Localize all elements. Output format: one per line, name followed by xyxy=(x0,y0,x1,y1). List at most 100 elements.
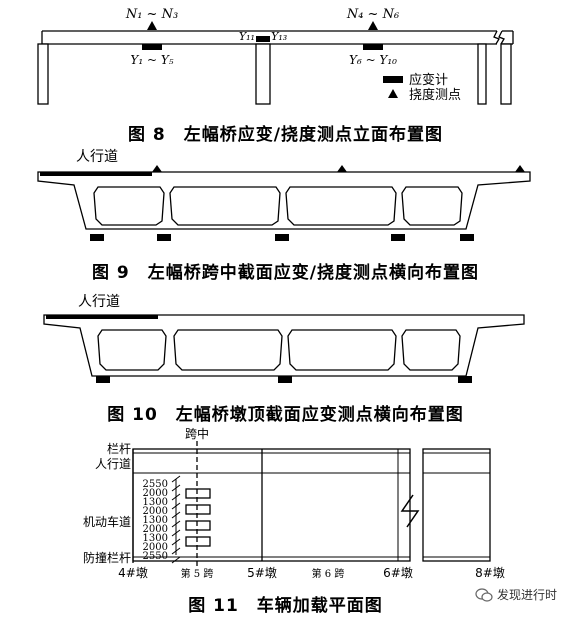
pier xyxy=(477,43,487,105)
fig9-sidewalk-label: 人行道 xyxy=(76,149,118,165)
pier-8-label: 8#墩 xyxy=(475,566,505,580)
wechat-icon xyxy=(475,587,493,602)
fig9-sidewalk-bar xyxy=(40,172,152,176)
pier-6-label: 6#墩 xyxy=(383,566,413,580)
strain-gauge xyxy=(278,376,292,383)
fig8-piers xyxy=(37,43,512,105)
fig8-legend: 应变计 挠度测点 xyxy=(383,72,461,103)
pier xyxy=(255,43,271,105)
fig9-caption: 图 9 左幅桥跨中截面应变/挠度测点横向布置图 xyxy=(92,263,479,283)
fig9-cross-section: 人行道 xyxy=(37,149,531,241)
label-n1-n3: N₁ ~ N₃ xyxy=(125,7,178,22)
watermark: 发现进行时 xyxy=(475,586,557,603)
deflection-point xyxy=(337,165,347,172)
fig10-sidewalk-label: 人行道 xyxy=(78,294,120,310)
box-cell xyxy=(93,186,165,226)
sidewalk-label: 人行道 xyxy=(95,457,131,471)
pier xyxy=(500,43,512,105)
vehicles xyxy=(185,488,211,547)
dim-label: 2000 xyxy=(143,542,168,553)
vehicle xyxy=(185,488,211,499)
strain-gauge xyxy=(458,376,472,383)
fig11-caption: 图 11 车辆加载平面图 xyxy=(188,596,383,616)
fig9-deflection-points xyxy=(152,165,525,172)
label-y11-y13: Y₁₁ ~ Y₁₃ xyxy=(239,30,287,43)
pier-4-label: 4#墩 xyxy=(118,566,148,580)
dimension-tick xyxy=(171,502,181,510)
pier xyxy=(37,43,49,105)
span-5-label: 第 5 跨 xyxy=(181,567,214,580)
strain-gauge xyxy=(460,234,474,241)
pier-5-label: 5#墩 xyxy=(247,566,277,580)
watermark-text: 发现进行时 xyxy=(496,588,557,602)
dimension-tick xyxy=(171,556,181,564)
span-center-label: 跨中 xyxy=(185,426,209,441)
legend-strain-label: 应变计 xyxy=(409,72,448,88)
barrier-label: 防撞栏杆 xyxy=(83,550,131,565)
fig9-cells xyxy=(93,186,463,226)
dimension-tick xyxy=(171,538,181,546)
strain-gauge xyxy=(391,234,405,241)
box-cell xyxy=(287,329,397,371)
dim-label: 1300 xyxy=(143,515,168,526)
fig9-girder-outline xyxy=(37,171,531,230)
fig11-plan: 跨中 栏杆 人行道 机动车道 防撞栏杆 2550 2000 1300 2000 … xyxy=(83,426,505,580)
dim-label: 1300 xyxy=(143,497,168,508)
dimension-tick xyxy=(171,547,181,555)
deflection-point xyxy=(152,165,162,172)
strain-gauge-y1-y5 xyxy=(142,44,162,50)
dimension-tick xyxy=(171,520,181,528)
strain-gauge xyxy=(157,234,171,241)
label-y6-y10: Y₆ ~ Y₁₀ xyxy=(349,53,397,67)
box-cell xyxy=(401,186,463,226)
box-cell xyxy=(401,329,461,371)
fig10-cells xyxy=(97,329,461,371)
legend-strain-swatch xyxy=(383,76,403,83)
dimension-tick xyxy=(171,511,181,519)
strain-gauge-y11-y13 xyxy=(256,36,270,42)
strain-gauge-y6-y10 xyxy=(363,44,383,50)
dimension-tick xyxy=(171,475,181,483)
dimension-tick xyxy=(171,529,181,537)
fig10-caption: 图 10 左幅桥墩顶截面应变测点横向布置图 xyxy=(107,405,464,425)
strain-gauge xyxy=(275,234,289,241)
strain-gauge xyxy=(96,376,110,383)
label-n4-n6: N₄ ~ N₆ xyxy=(346,7,399,22)
fig10-sidewalk-bar xyxy=(46,315,158,319)
legend-deflection-icon xyxy=(388,89,398,98)
dim-label: 2550 xyxy=(143,551,168,562)
legend-deflection-label: 挠度测点 xyxy=(409,87,461,103)
dim-label: 2000 xyxy=(143,524,168,535)
dim-label: 2000 xyxy=(143,506,168,517)
deflection-point-n1-n3 xyxy=(147,21,157,30)
fig9-strain-gauges xyxy=(90,234,474,241)
dim-label: 2000 xyxy=(143,488,168,499)
fig8-caption: 图 8 左幅桥应变/挠度测点立面布置图 xyxy=(128,125,443,145)
dimension-labels: 2550 2000 1300 2000 1300 2000 1300 2000 … xyxy=(143,479,168,562)
span-6-label: 第 6 跨 xyxy=(312,567,345,580)
vehicle xyxy=(185,536,211,547)
lane-label: 机动车道 xyxy=(83,514,131,529)
box-cell xyxy=(169,186,281,226)
box-cell xyxy=(285,186,397,226)
dim-label: 1300 xyxy=(143,533,168,544)
deflection-point xyxy=(515,165,525,172)
fig10-strain-gauges xyxy=(96,376,472,383)
dim-label: 2550 xyxy=(143,479,168,490)
fig11-plan-left xyxy=(132,448,411,563)
vehicle xyxy=(185,504,211,515)
dimension-tick xyxy=(171,484,181,492)
box-cell xyxy=(173,329,283,371)
box-cell xyxy=(97,329,167,371)
strain-gauge xyxy=(90,234,104,241)
fig11-plan-right xyxy=(422,448,491,562)
dimension-tick xyxy=(171,493,181,501)
fig10-cross-section: 人行道 xyxy=(43,294,525,383)
dimension-ticks xyxy=(171,475,181,564)
fig10-girder-outline xyxy=(43,314,525,377)
fig8-elevation: N₁ ~ N₃ N₄ ~ N₆ Y₁₁ ~ Y₁₃ Y₁ ~ Y₅ Y₆ ~ Y… xyxy=(37,7,514,105)
label-y1-y5: Y₁ ~ Y₅ xyxy=(130,53,173,67)
vehicle xyxy=(185,520,211,531)
break-mark xyxy=(400,494,420,528)
deflection-point-n4-n6 xyxy=(368,21,378,30)
